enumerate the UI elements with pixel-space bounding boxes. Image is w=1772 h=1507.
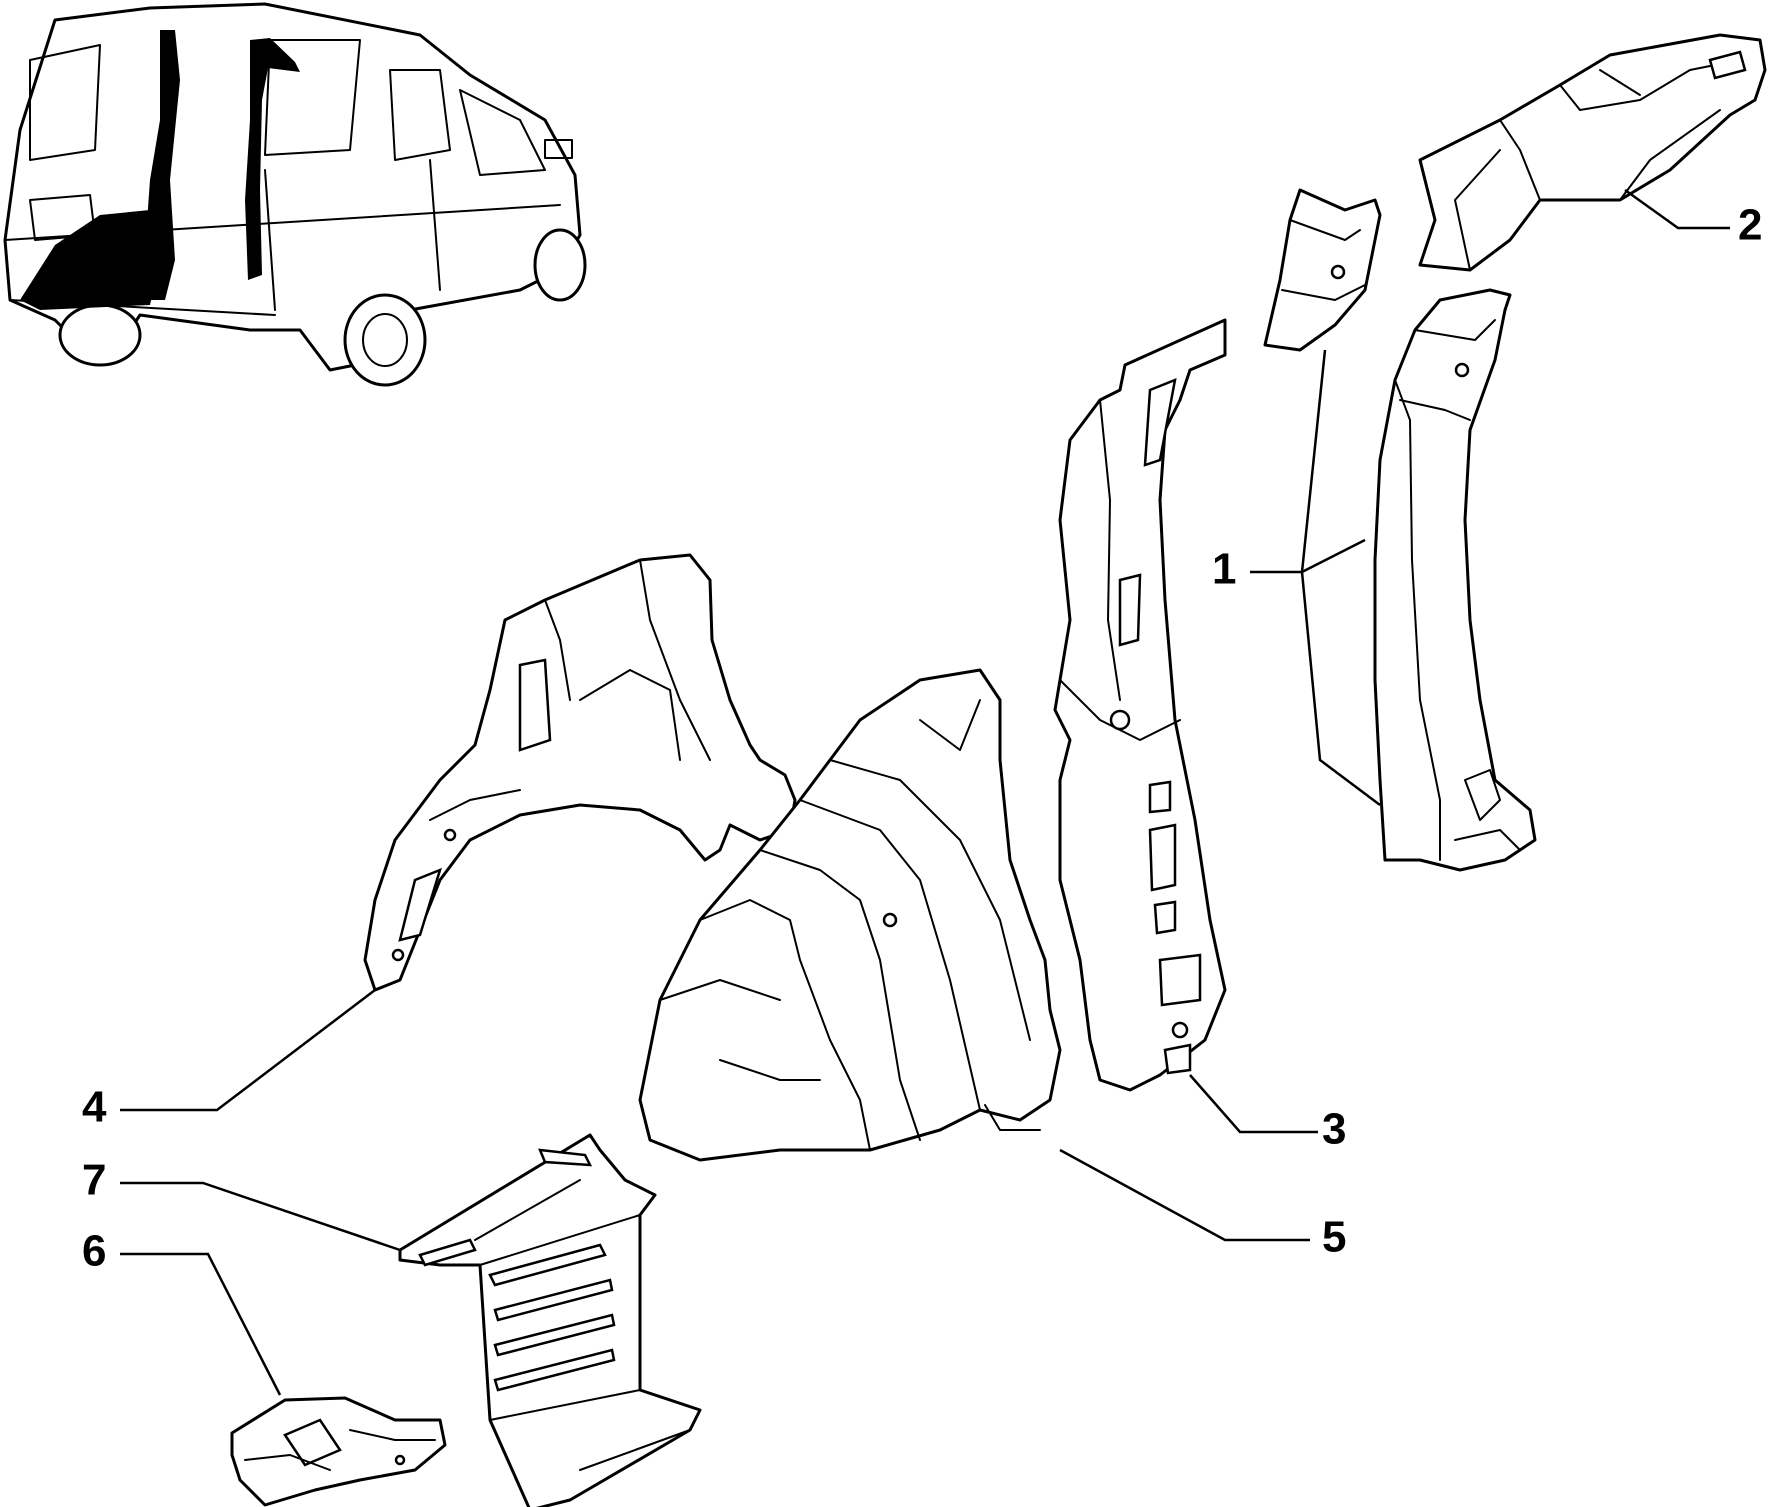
leader-1-branch xyxy=(1300,349,1381,806)
leader-5 xyxy=(1059,1148,1310,1242)
leader-6 xyxy=(120,1252,282,1396)
part-2 xyxy=(1418,33,1767,272)
callout-1: 1 xyxy=(1212,545,1236,594)
van-overview-illustration xyxy=(3,2,587,387)
leader-3 xyxy=(1189,1074,1318,1134)
part-3 xyxy=(1053,318,1227,1092)
part-1-upper xyxy=(1263,188,1382,352)
callout-4: 4 xyxy=(82,1083,107,1132)
callout-2: 2 xyxy=(1738,201,1762,250)
part-4 xyxy=(363,553,797,992)
leader-1 xyxy=(1250,538,1366,574)
part-5 xyxy=(638,668,1062,1162)
leader-4 xyxy=(120,989,376,1112)
highlight-wheel-arch xyxy=(20,210,160,310)
part-1-lower xyxy=(1373,288,1537,872)
leader-2 xyxy=(1624,188,1730,230)
part-7 xyxy=(398,1133,702,1507)
leader-7 xyxy=(120,1181,401,1252)
callout-3: 3 xyxy=(1322,1105,1346,1154)
part-6 xyxy=(230,1396,447,1507)
callout-6: 6 xyxy=(82,1227,106,1276)
callout-5: 5 xyxy=(1322,1213,1346,1262)
leader-lines xyxy=(120,188,1730,1396)
callout-7: 7 xyxy=(82,1156,106,1205)
highlight-pillar-right xyxy=(245,38,300,280)
